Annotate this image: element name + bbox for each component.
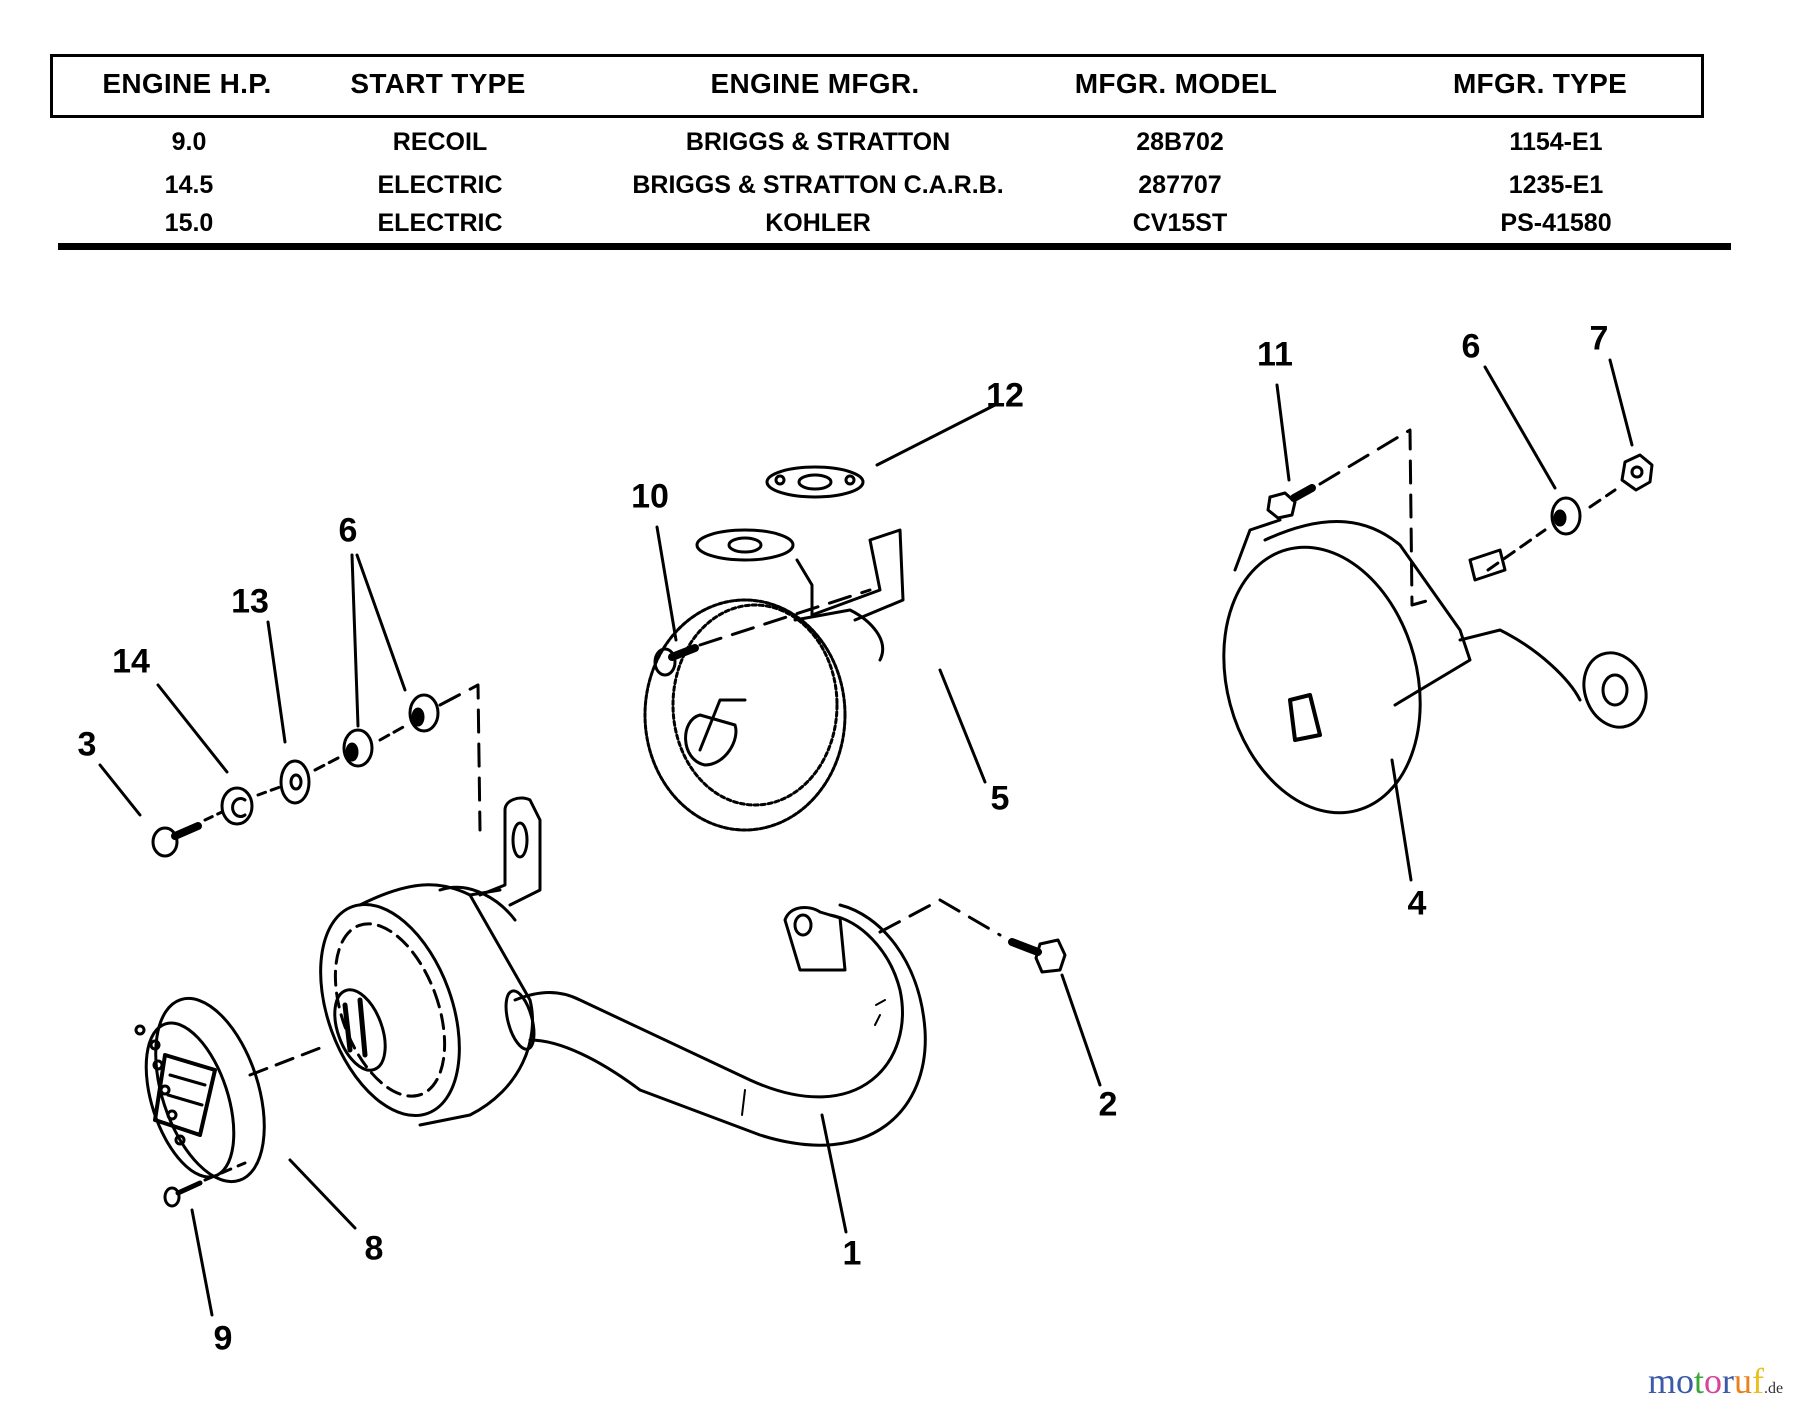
callout-9: 9 [213,1319,233,1358]
callout-10: 10 [631,477,669,516]
cell-start-type: ELECTRIC [377,171,503,199]
spacer-part-6-left [313,683,482,832]
gasket-part-12 [765,465,865,499]
callout-8: 8 [364,1229,384,1268]
engine-spec-table: ENGINE H.P. START TYPE ENGINE MFGR. MFGR… [0,0,1800,260]
cell-engine-mfgr: KOHLER [765,209,871,237]
watermark-letter: o [1704,1361,1723,1401]
flat-washer-part-13 [256,759,311,805]
nut-part-7 [1620,453,1654,492]
cell-mfgr-type: 1154-E1 [1509,128,1603,156]
cell-start-type: ELECTRIC [377,209,503,237]
watermark-letter: m [1648,1361,1677,1401]
screw-part-9 [163,1161,247,1208]
muffler-with-pipe-part-1 [319,796,927,1147]
lock-washer-part-14 [203,786,254,826]
callout-11: 11 [1257,335,1293,374]
header-engine-mfgr: ENGINE MFGR. [710,68,920,99]
bolt-part-11 [1266,428,1432,607]
callout-6-left: 6 [338,511,358,550]
cell-hp: 9.0 [171,128,207,156]
header-engine-hp: ENGINE H.P. [102,68,272,99]
table-header-box [50,54,1704,118]
header-mfgr-type: MFGR. TYPE [1452,68,1628,99]
spark-arrestor-cap-part-8 [134,996,322,1184]
leader-lines [98,358,1634,1317]
cell-mfgr-model: 28B702 [1136,128,1224,156]
motoruf-watermark-logo: motoruf.de [1648,1360,1783,1402]
callout-3: 3 [77,725,97,764]
cell-engine-mfgr: BRIGGS & STRATTON [685,128,951,156]
header-mfgr-model: MFGR. MODEL [1074,68,1278,99]
callout-13: 13 [231,582,269,621]
callout-4: 4 [1407,884,1427,923]
cell-mfgr-type: 1235-E1 [1508,171,1604,199]
callout-7: 7 [1589,319,1609,358]
cell-mfgr-model: 287707 [1138,171,1222,199]
cell-engine-mfgr: BRIGGS & STRATTON C.A.R.B. [632,171,1004,199]
watermark-letter: o [1676,1361,1695,1401]
cell-start-type: RECOIL [392,128,488,156]
watermark-letter: f [1752,1361,1765,1401]
watermark-domain-suffix: .de [1764,1380,1784,1397]
watermark-letter: u [1734,1361,1753,1401]
callout-2: 2 [1098,1085,1118,1124]
callout-14: 14 [112,642,150,681]
muffler-part-5 [643,528,905,832]
callout-1: 1 [842,1234,862,1273]
header-start-type: START TYPE [350,68,526,99]
bolt-part-10 [653,588,872,677]
watermark-letter: r [1722,1361,1735,1401]
spacer-part-6-right [1486,488,1617,572]
muffler-part-4 [1222,518,1648,815]
cell-mfgr-type: PS-41580 [1500,209,1612,237]
callout-6-right: 6 [1461,327,1481,366]
callout-12: 12 [986,376,1024,415]
cell-mfgr-model: CV15ST [1132,209,1228,237]
callout-5: 5 [990,779,1010,818]
cell-hp: 14.5 [164,171,214,199]
bolt-part-3 [151,822,202,858]
bolt-part-2 [878,898,1067,974]
watermark-letter: t [1694,1361,1705,1401]
table-bottom-rule [58,243,1731,250]
cell-hp: 15.0 [164,209,214,237]
